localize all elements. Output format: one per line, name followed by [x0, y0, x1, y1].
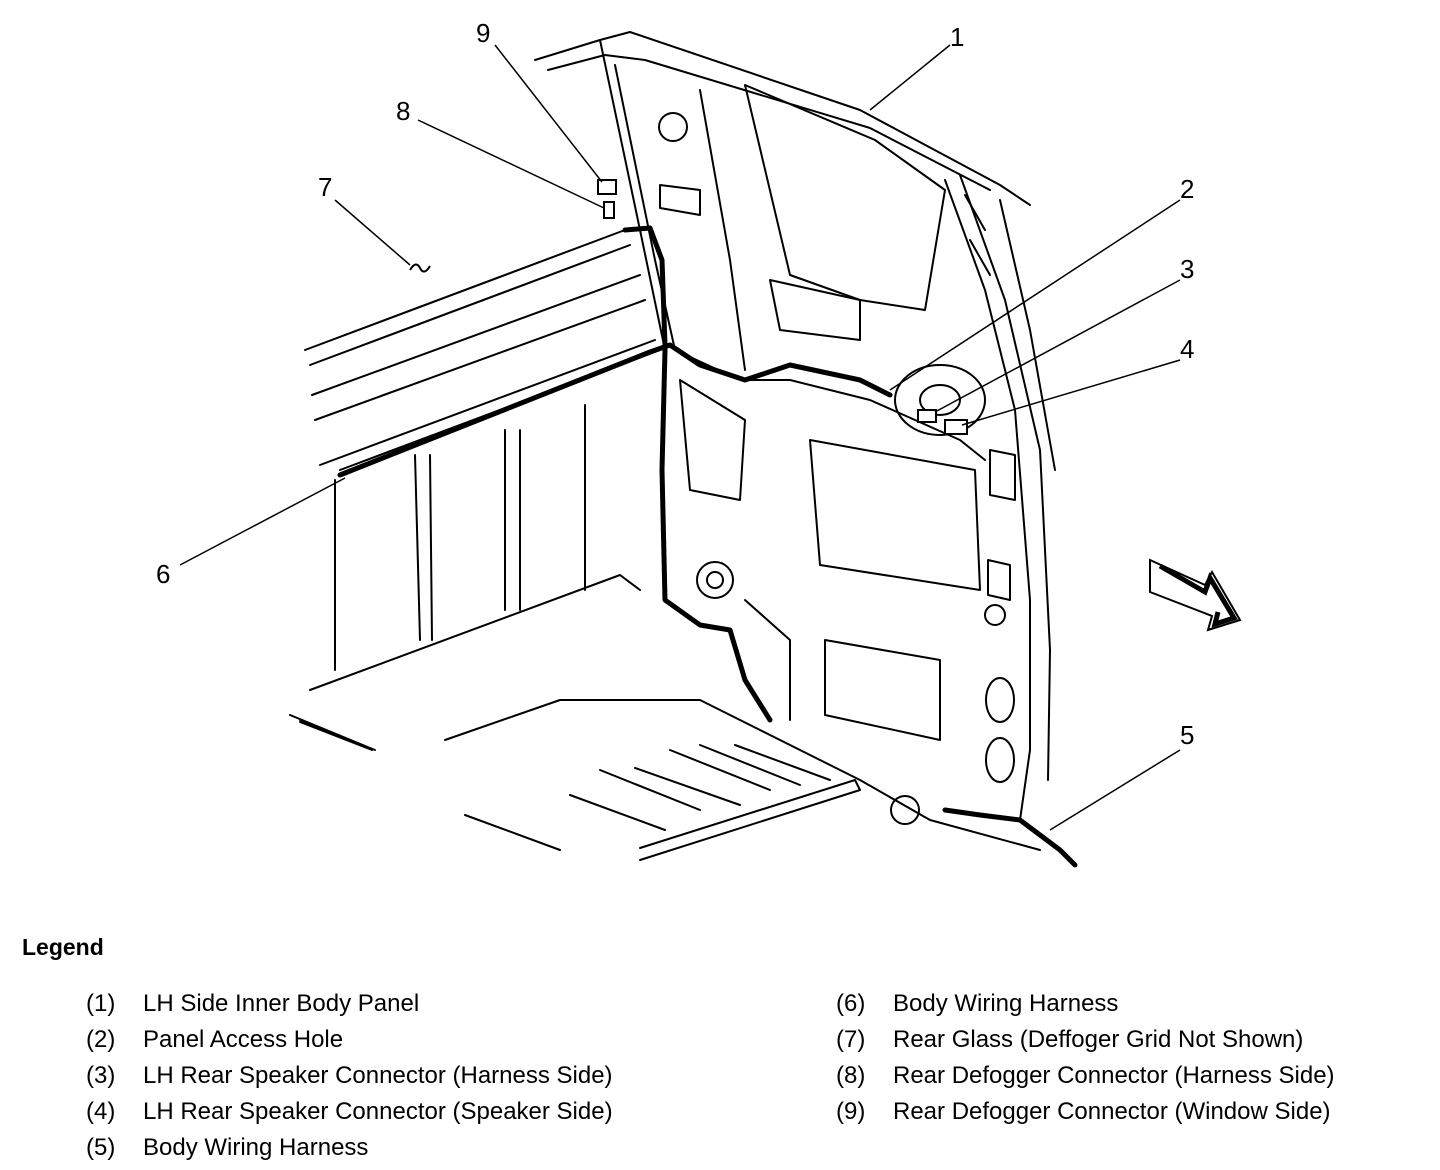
rear-defogger-connector-window [597, 179, 617, 195]
legend-text: Rear Defogger Connector (Harness Side) [893, 1062, 1335, 1089]
legend-number: (6) [836, 990, 866, 1017]
callout-6: 6 [156, 559, 170, 589]
legend-number: (3) [86, 1062, 116, 1089]
legend-number: (2) [86, 1026, 116, 1053]
legend-text: LH Rear Speaker Connector (Harness Side) [143, 1062, 613, 1089]
legend-number: (8) [836, 1062, 866, 1089]
body-wiring-harness [337, 225, 1078, 868]
callout-3: 3 [1180, 254, 1194, 284]
legend-text: Panel Access Hole [143, 1026, 344, 1053]
legend-item: (3) LH Rear Speaker Connector (Harness Si… [86, 1058, 613, 1094]
legend-number: (4) [86, 1098, 116, 1125]
legend-text: Rear Defogger Connector (Window Side) [893, 1098, 1331, 1125]
callout-2: 2 [1180, 174, 1194, 204]
callout-4: 4 [1180, 334, 1194, 364]
legend-text: Body Wiring Harness [143, 1134, 369, 1161]
callout-9: 9 [476, 18, 490, 48]
speaker-connector-speaker [944, 419, 968, 435]
legend-number: (5) [86, 1134, 116, 1161]
callout-7: 7 [318, 172, 332, 202]
legend-item: (8) Rear Defogger Connector (Harness Side… [836, 1058, 1335, 1094]
legend-left-column: (1) LH Side Inner Body Panel (2) Panel Acc… [86, 986, 613, 1166]
legend-text: Body Wiring Harness [893, 990, 1119, 1017]
legend-text: Rear Glass (Deffoger Grid Not Shown) [893, 1026, 1304, 1053]
legend-item: (6) Body Wiring Harness [836, 986, 1335, 1022]
legend-right-column: (6) Body Wiring Harness (7) Rear Glass (De… [836, 986, 1335, 1130]
rear-defogger-connector-harness [603, 201, 615, 219]
legend-item: (7) Rear Glass (Deffoger Grid Not Shown) [836, 1022, 1335, 1058]
callout-1: 1 [950, 22, 964, 52]
legend-item: (2) Panel Access Hole [86, 1022, 613, 1058]
speaker-connector-harness [917, 409, 937, 423]
legend-item: (9) Rear Defogger Connector (Window Side) [836, 1094, 1335, 1130]
leader-lines [179, 44, 1181, 831]
callout-8: 8 [396, 96, 410, 126]
panel-drawing [289, 31, 1056, 861]
rear-glass-symbol [409, 263, 431, 273]
legend-item: (4) LH Rear Speaker Connector (Speaker Si… [86, 1094, 613, 1130]
forward-direction-arrow-icon [1149, 558, 1242, 632]
legend-text: LH Rear Speaker Connector (Speaker Side) [143, 1098, 613, 1125]
legend-title: Legend [22, 934, 104, 960]
legend-text: LH Side Inner Body Panel [143, 990, 420, 1017]
legend-number: (1) [86, 990, 116, 1017]
legend-number: (9) [836, 1098, 866, 1125]
body-panel-diagram: 1 2 3 4 5 6 7 8 9 [156, 18, 1242, 868]
legend-item: (1) LH Side Inner Body Panel [86, 986, 613, 1022]
callout-5: 5 [1180, 720, 1194, 750]
legend-number: (7) [836, 1026, 866, 1053]
legend-item: (5) Body Wiring Harness [86, 1130, 613, 1166]
